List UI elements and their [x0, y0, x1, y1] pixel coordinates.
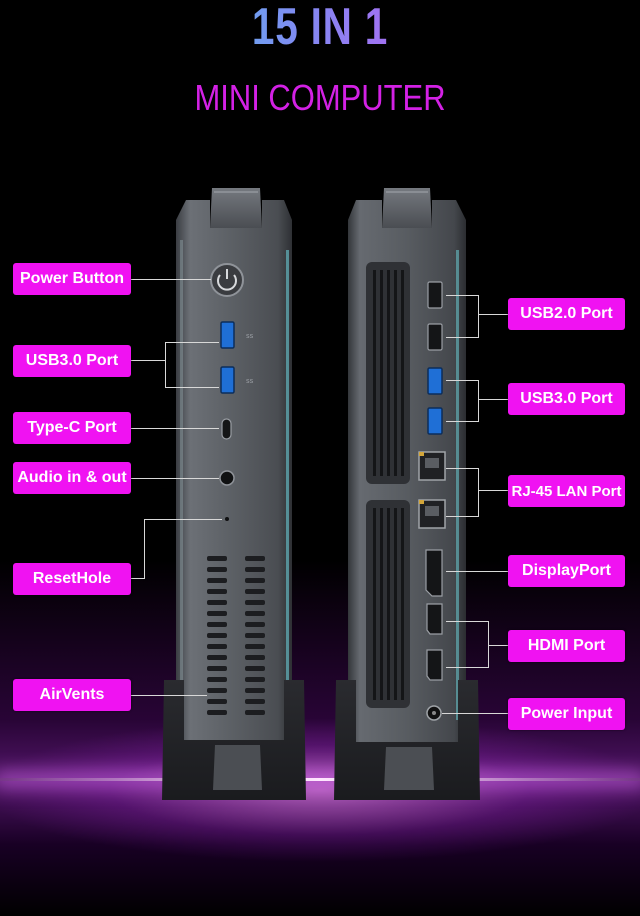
- label-usb3-port-right: USB3.0 Port: [508, 383, 625, 415]
- connector-line-usb2: [478, 314, 508, 315]
- floor-glow: [0, 560, 640, 916]
- front-usb3-port-2-icon: [220, 366, 235, 394]
- front-stand: [162, 680, 306, 800]
- connector-bracket-usb3-left: [165, 342, 166, 388]
- headline-title: 15 IN 1: [70, 0, 569, 54]
- connector-bracket-hdmi: [446, 621, 488, 622]
- label-power-input: Power Input: [508, 698, 625, 730]
- connector-bracket-usb2: [446, 295, 478, 296]
- headline-subtitle: MINI COMPUTER: [194, 77, 446, 118]
- connector-line-usb3-right: [478, 399, 508, 400]
- front-reset-hole-icon: [225, 517, 229, 521]
- label-hdmi-port: HDMI Port: [508, 630, 625, 662]
- connector-bracket-rj45-vertical: [478, 468, 479, 517]
- connector-bracket-usb3-right-vertical: [478, 380, 479, 422]
- connector-bracket-rj45-bottom: [446, 516, 478, 517]
- rear-rj45-port-2-icon: [418, 499, 446, 529]
- connector-bracket-usb3-left-bottom: [165, 387, 219, 388]
- label-type-c-port: Type-C Port: [13, 412, 131, 444]
- front-type-c-port-icon: [221, 418, 232, 440]
- connector-line-reset-top: [144, 519, 222, 520]
- rear-unit: [334, 188, 480, 800]
- connector-line-hdmi: [488, 645, 508, 646]
- connector-line-type-c: [131, 428, 219, 429]
- rear-usb2-port-1-icon: [427, 281, 443, 309]
- label-audio: Audio in & out: [13, 462, 131, 494]
- rear-top-clip: [382, 188, 432, 228]
- label-rj45-port: RJ-45 LAN Port: [508, 475, 625, 507]
- connector-bracket-usb2-vertical: [478, 295, 479, 338]
- connector-line-power-input: [442, 713, 508, 714]
- svg-text:ss: ss: [246, 332, 254, 340]
- front-air-vents-icon: [207, 556, 265, 715]
- connector-bracket-hdmi-bottom: [446, 667, 488, 668]
- front-unit: ss ss: [162, 188, 306, 800]
- connector-line-audio: [131, 478, 219, 479]
- rear-hdmi-port-1-icon: [426, 603, 443, 635]
- connector-bracket-usb2-bottom: [446, 337, 478, 338]
- rear-stand: [334, 680, 480, 800]
- floor-light-line: [0, 778, 640, 781]
- rear-usb3-port-1-icon: [427, 367, 443, 395]
- label-power-button: Power Button: [13, 263, 131, 295]
- power-button-icon: [210, 263, 244, 297]
- connector-bracket-rj45: [446, 468, 478, 469]
- connector-line-rj45: [478, 490, 508, 491]
- connector-bracket-usb3-right: [446, 380, 478, 381]
- rear-usb2-port-2-icon: [427, 323, 443, 351]
- connector-line-vents: [131, 695, 207, 696]
- label-reset-hole: ResetHole: [13, 563, 131, 595]
- label-air-vents: AirVents: [13, 679, 131, 711]
- connector-bracket-usb3-right-bottom: [446, 421, 478, 422]
- front-audio-jack-icon: [219, 470, 235, 486]
- front-usb3-port-1-icon: [220, 321, 235, 349]
- rear-usb3-port-2-icon: [427, 407, 443, 435]
- label-usb3-port-left: USB3.0 Port: [13, 345, 131, 377]
- rear-hdmi-port-2-icon: [426, 649, 443, 681]
- connector-line-displayport: [446, 571, 508, 572]
- rear-displayport-icon: [425, 549, 443, 597]
- front-top-clip: [210, 188, 262, 228]
- label-usb2-port: USB2.0 Port: [508, 298, 625, 330]
- connector-line-reset-vertical: [144, 519, 145, 579]
- label-displayport: DisplayPort: [508, 555, 625, 587]
- rear-rj45-port-1-icon: [418, 451, 446, 481]
- connector-bracket-usb3-left-top: [165, 342, 219, 343]
- connector-line-power: [131, 279, 211, 280]
- connector-line-reset-horizontal: [131, 578, 144, 579]
- connector-bracket-hdmi-vertical: [488, 621, 489, 668]
- connector-line-usb3-left: [131, 360, 165, 361]
- svg-text:ss: ss: [246, 377, 254, 385]
